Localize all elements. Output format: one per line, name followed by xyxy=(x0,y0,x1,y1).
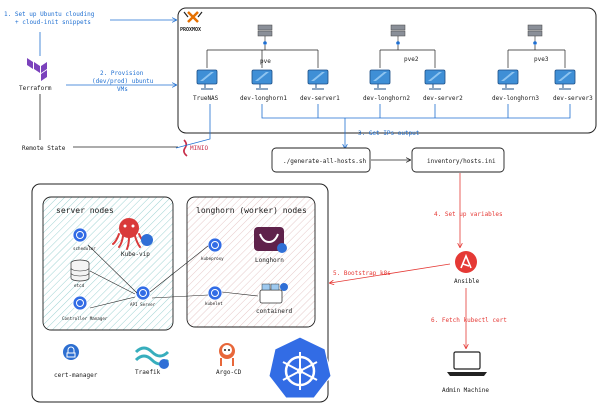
containerd-icon xyxy=(259,283,288,304)
vm-label-truenas: TrueNAS xyxy=(193,95,219,102)
api-server-label: API Server xyxy=(130,302,156,307)
controller-label: Controller Manager xyxy=(62,316,108,321)
k8s-controller-manager-icon xyxy=(72,295,88,311)
worker-nodes-box xyxy=(186,196,316,328)
vm-label-dev-server3: dev-server3 xyxy=(553,95,593,102)
step1-label: 1. Set up Ubuntu clouding xyxy=(4,11,95,18)
vm-monitor-icon-dev-server1 xyxy=(307,69,329,90)
traefik-label: Traefik xyxy=(135,369,161,376)
vm-monitor-icon-dev-longhorn2 xyxy=(369,69,391,90)
k8s-api-server-icon xyxy=(135,285,151,301)
minio-icon xyxy=(183,139,188,157)
server-icon-pve2 xyxy=(390,24,406,45)
k8s-component-icons xyxy=(72,227,223,311)
kube-vip-icon xyxy=(112,218,153,250)
step5-label: 5. Bootstrap k8s xyxy=(333,270,391,277)
inventory-box xyxy=(411,147,505,173)
ansible-label: Ansible xyxy=(454,278,480,285)
worker-nodes-title: longhorn (worker) nodes xyxy=(196,206,307,215)
server-icon-pve xyxy=(257,24,273,45)
etcd-icon xyxy=(70,259,90,282)
vm-label-dev-longhorn1: dev-longhorn1 xyxy=(240,95,287,102)
proxmox-box xyxy=(177,7,597,134)
vm-label-dev-longhorn3: dev-longhorn3 xyxy=(492,95,539,102)
kubernetes-logo-icon xyxy=(268,336,332,399)
generate-hosts-label: ./generate-all-hosts.sh xyxy=(283,158,366,165)
remote-state-label: Remote State xyxy=(22,145,66,152)
minio-label: MINIO xyxy=(190,145,208,152)
host-tree-lines xyxy=(206,45,566,68)
inventory-label: inventory/hosts.ini xyxy=(427,158,496,165)
arrow-step5 xyxy=(330,263,451,283)
vm-icons xyxy=(196,69,576,90)
argo-cd-label: Argo-CD xyxy=(216,369,242,376)
terraform-label: Terraform xyxy=(19,85,52,92)
kubelet-label: kubelet xyxy=(205,301,223,306)
vm-monitor-icon-dev-server2 xyxy=(424,69,446,90)
step2c-label: VMs xyxy=(117,86,128,93)
step2-label: 2. Provision xyxy=(100,70,144,77)
host-label-pve3: pve3 xyxy=(534,56,549,63)
step4-label: 4. Set up variables xyxy=(434,211,503,218)
k8s-kubelet-icon xyxy=(207,285,223,301)
step2b-label: (dev/prod) ubuntu xyxy=(92,78,154,85)
proxmox-logo-icon xyxy=(183,11,203,23)
containerd-label: containerd xyxy=(256,308,293,315)
proxmox-label: PROXMOX xyxy=(180,27,201,33)
vm-monitor-icon-truenas xyxy=(196,69,218,90)
vm-label-dev-server1: dev-server1 xyxy=(300,95,340,102)
server-nodes-title: server nodes xyxy=(56,206,114,215)
etcd-label: etcd xyxy=(74,283,85,288)
admin-machine-label: Admin Machine xyxy=(442,387,489,394)
traefik-icon xyxy=(134,346,170,369)
step3-label: 3. Get IPs output xyxy=(358,130,420,137)
longhorn-label: Longhorn xyxy=(255,257,284,264)
longhorn-icon xyxy=(254,227,287,253)
step1b-label: + cloud-init snippets xyxy=(15,19,91,26)
terraform-icon xyxy=(27,58,47,81)
server-icon-pve3 xyxy=(527,24,543,45)
host-label-pve2: pve2 xyxy=(404,56,419,63)
laptop-icon xyxy=(447,351,487,376)
kube-vip-label: Kube-vip xyxy=(121,251,150,258)
vm-monitor-icon-dev-server3 xyxy=(554,69,576,90)
k8s-kubeproxy-icon xyxy=(207,237,223,253)
kubeproxy-label: kubeproxy xyxy=(201,256,224,261)
vm-label-dev-server2: dev-server2 xyxy=(423,95,463,102)
api-connections xyxy=(87,244,259,309)
vm-monitor-icon-dev-longhorn3 xyxy=(497,69,519,90)
host-label-pve: pve xyxy=(260,58,271,65)
server-nodes-box xyxy=(42,196,174,331)
k8s-scheduler-icon xyxy=(72,227,88,243)
vm-monitor-icon-dev-longhorn1 xyxy=(251,69,273,90)
argo-cd-icon xyxy=(219,343,235,366)
ansible-icon xyxy=(455,251,477,273)
cert-manager-icon xyxy=(63,344,79,360)
cluster-box xyxy=(31,183,329,403)
cert-manager-label: cert-manager xyxy=(54,372,98,379)
ip-collection-lines xyxy=(175,104,571,148)
step6-label: 6. Fetch kubectl cert xyxy=(431,317,507,324)
vm-label-dev-longhorn2: dev-longhorn2 xyxy=(363,95,410,102)
generate-hosts-box xyxy=(271,147,371,173)
scheduler-label: scheduler xyxy=(73,246,96,251)
